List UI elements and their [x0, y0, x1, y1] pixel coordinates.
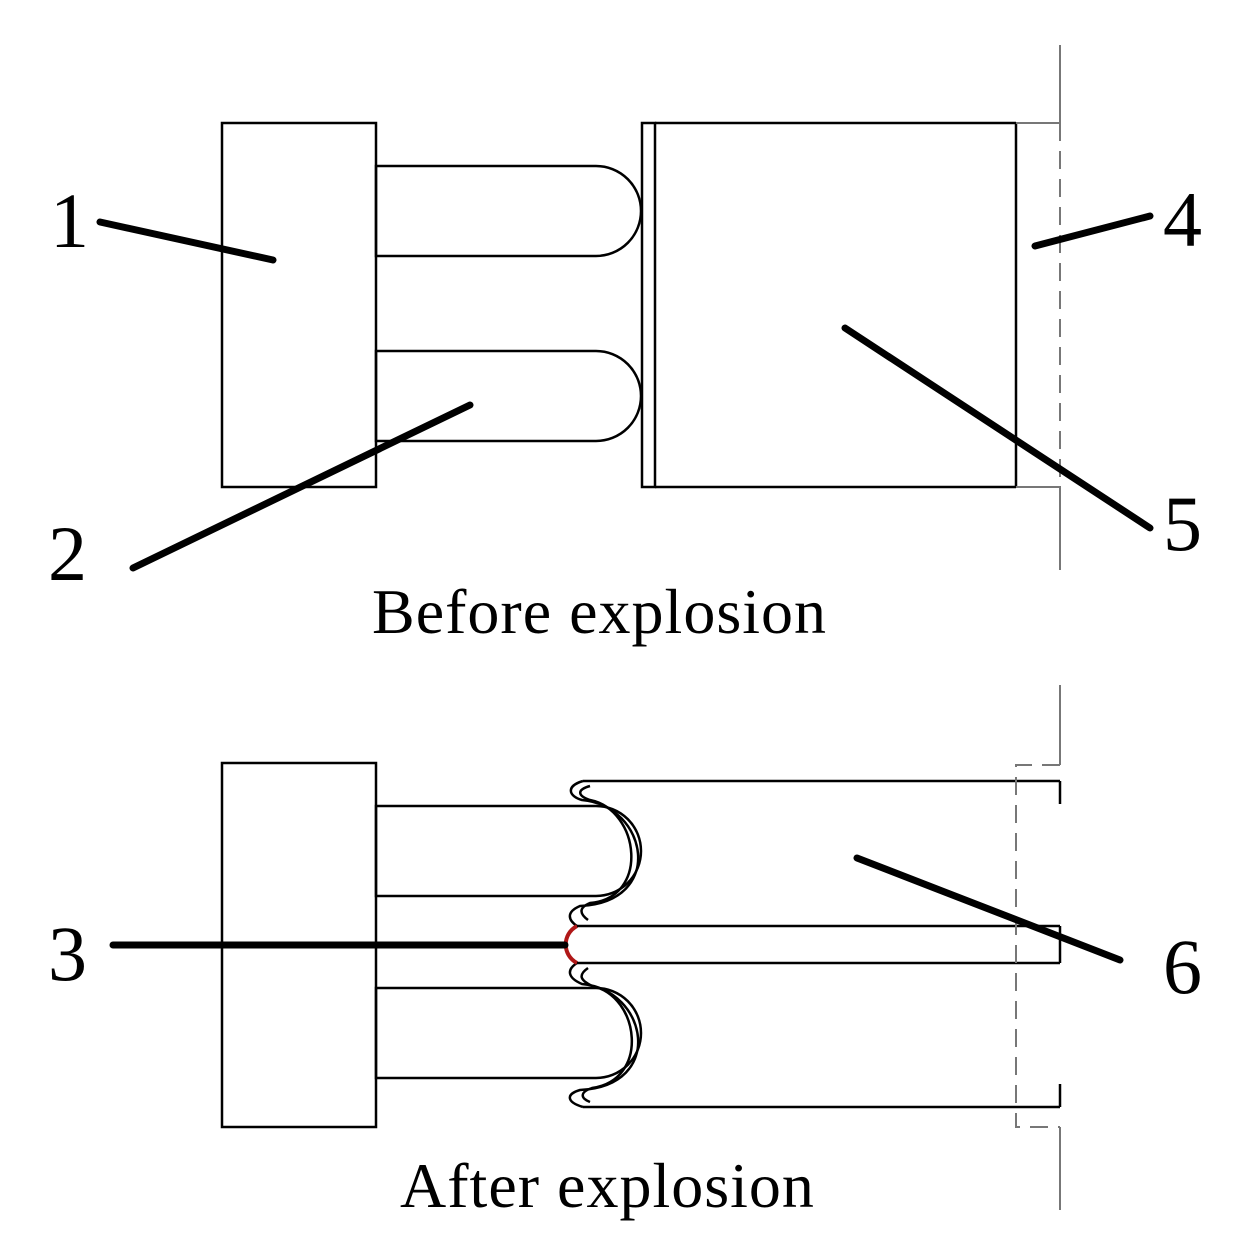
explosive-rod-upper — [374, 164, 643, 258]
liner-plate — [640, 121, 657, 489]
deformed-liner-outer — [568, 779, 640, 1109]
explosive-rod-upper — [374, 804, 643, 898]
explosive-rod-lower — [374, 986, 643, 1080]
caption-after: After explosion — [400, 1150, 815, 1221]
label-1: 1 — [50, 177, 89, 264]
label-4: 4 — [1163, 176, 1202, 263]
leader-6 — [853, 854, 1124, 964]
label-2: 2 — [48, 510, 87, 597]
before-explosion-figure: 1 2 4 5 Before explosion — [48, 45, 1202, 647]
chamber-outline — [655, 121, 1016, 489]
deformed-liner-inner — [579, 784, 633, 1104]
guide-line-bottom — [1016, 486, 1061, 570]
label-6: 6 — [1163, 923, 1202, 1010]
label-3: 3 — [48, 910, 87, 997]
original-wall-dashed — [1015, 764, 1060, 1128]
caption-before: Before explosion — [372, 576, 827, 647]
leader-4 — [1031, 212, 1154, 250]
leader-2 — [129, 401, 474, 572]
leader-5 — [841, 324, 1154, 532]
label-5: 5 — [1163, 480, 1202, 567]
guide-line-top — [1016, 45, 1061, 124]
base-block — [220, 121, 378, 489]
leader-1 — [96, 218, 277, 264]
after-explosion-figure: 3 6 After explosion — [48, 685, 1202, 1221]
